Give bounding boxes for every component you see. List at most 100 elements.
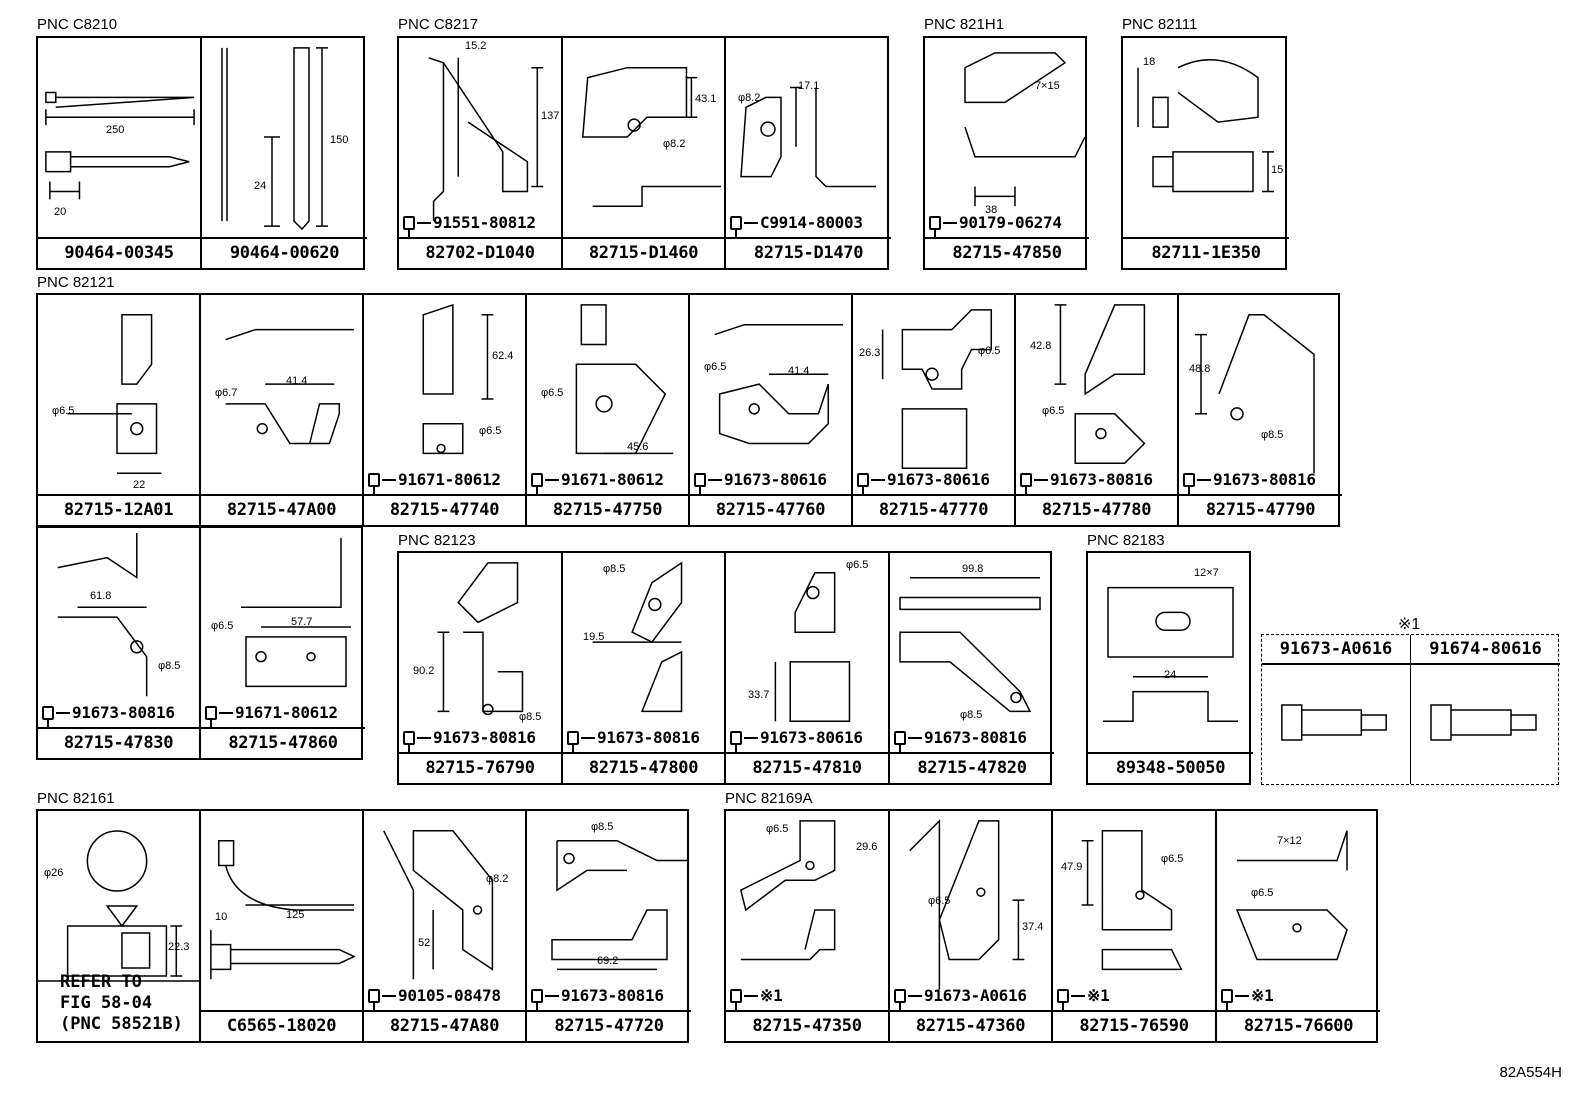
part-number[interactable]: 82715-76600 [1217, 1010, 1380, 1041]
part-cell[interactable]: 7×15 38 90179-06274 82715-47850 [925, 38, 1089, 268]
part-cell[interactable]: φ6.5 33.7 91673-80616 82715-47810 [726, 553, 890, 783]
part-cell[interactable]: φ6.5 37.4 91673-A0616 82715-47360 [890, 811, 1053, 1041]
part-cell[interactable]: φ26 22.3 REFER TO FIG 58-04 (PNC 58521B) [38, 811, 201, 1041]
part-cell[interactable]: 62.4 φ6.5 91671-80612 82715-47740 [364, 295, 527, 525]
refer-line[interactable]: FIG 58-04 [60, 993, 153, 1013]
bolt-number[interactable]: 91673-80616 [760, 728, 863, 747]
bolt-number[interactable]: 91673-80816 [72, 703, 175, 722]
part-cell[interactable]: φ6.5 57.7 91671-80612 82715-47860 [201, 528, 365, 758]
bolt-number[interactable]: 91673-80616 [724, 470, 827, 489]
dim-label: φ8.5 [519, 711, 542, 723]
bolt-number[interactable]: 90105-08478 [398, 986, 501, 1005]
bolt-number[interactable]: 91671-80612 [235, 703, 338, 722]
part-cell[interactable]: 61.8 φ8.5 91673-80816 82715-47830 [38, 528, 201, 758]
part-cell[interactable]: 47.9 φ6.5 ※1 82715-76590 [1053, 811, 1217, 1041]
part-number[interactable]: 82715-47740 [364, 494, 525, 525]
bolt-number[interactable]: 91671-80612 [561, 470, 664, 489]
part-number[interactable]: 82715-47750 [527, 494, 688, 525]
part-cell[interactable]: φ6.5 22 82715-12A01 [38, 295, 201, 525]
part-number[interactable]: 82715-D1470 [726, 237, 891, 268]
bolt-callout: 91673-80816 [567, 728, 700, 752]
part-cell[interactable]: φ6.5 45.6 91671-80612 82715-47750 [527, 295, 690, 525]
bolt-callout: 91673-80616 [857, 470, 990, 494]
bolt-number[interactable]: 91671-80612 [398, 470, 501, 489]
part-cell[interactable]: φ6.5 29.6 ※1 82715-47350 [726, 811, 890, 1041]
part-cell[interactable]: φ6.7 41.4 82715-47A00 [201, 295, 364, 525]
part-number[interactable]: 82715-47790 [1179, 494, 1342, 525]
part-cell[interactable]: φ6.5 41.4 91673-80616 82715-47760 [690, 295, 853, 525]
part-number[interactable]: 82715-47810 [726, 752, 888, 783]
legend-part-number[interactable]: 91674-80616 [1411, 635, 1560, 665]
bolt-number[interactable]: ※1 [1251, 986, 1274, 1005]
part-number[interactable]: 89348-50050 [1088, 752, 1253, 783]
part-number[interactable]: 82715-47850 [925, 237, 1089, 268]
legend-box: 91673-A0616 91674-80616 [1261, 634, 1560, 785]
part-cell[interactable]: 43.1 φ8.2 82715-D1460 [563, 38, 726, 268]
part-number[interactable]: 90464-00345 [38, 237, 200, 268]
part-cell[interactable]: 250 20 90464-00345 [38, 38, 202, 268]
part-cell[interactable]: 7×12 φ6.5 ※1 82715-76600 [1217, 811, 1380, 1041]
part-number[interactable]: 82715-12A01 [38, 494, 199, 525]
part-cell[interactable]: φ8.2 17.1 C9914-80003 82715-D1470 [726, 38, 891, 268]
dim-label: φ8.5 [960, 709, 983, 721]
part-number[interactable]: 82715-47760 [690, 494, 851, 525]
bolt-number[interactable]: 91673-A0616 [924, 986, 1027, 1005]
part-number[interactable]: 82715-47860 [201, 727, 365, 758]
part-cell[interactable]: 24 150 90464-00620 [202, 38, 367, 268]
part-cell[interactable]: 90.2 φ8.5 91673-80816 82715-76790 [399, 553, 563, 783]
part-number[interactable]: 82715-47360 [890, 1010, 1051, 1041]
part-number[interactable]: 82715-47770 [853, 494, 1014, 525]
part-number[interactable]: 82715-D1460 [563, 237, 724, 268]
part-number[interactable]: 82715-47800 [563, 752, 724, 783]
part-number[interactable]: 82715-47820 [890, 752, 1054, 783]
part-number[interactable]: 82711-1E350 [1123, 237, 1289, 268]
part-number[interactable]: 82715-47830 [38, 727, 199, 758]
part-number[interactable]: 82715-47A80 [364, 1010, 525, 1041]
bolt-number[interactable]: 91673-80816 [1213, 470, 1316, 489]
refer-note: REFER TO FIG 58-04 (PNC 58521B) [60, 972, 183, 1035]
part-number[interactable]: 90464-00620 [202, 237, 367, 268]
part-cell[interactable]: 42.8 φ6.5 91673-80816 82715-47780 [1016, 295, 1179, 525]
bolt-number[interactable]: 91551-80812 [433, 213, 536, 232]
part-cell[interactable]: 18 15 82711-1E350 [1123, 38, 1289, 268]
legend-item[interactable]: 91673-A0616 [1262, 635, 1411, 784]
part-cell[interactable]: 125 10 C6565-18020 [201, 811, 364, 1041]
part-cell[interactable]: 12×7 24 89348-50050 [1088, 553, 1253, 783]
bolt-callout: 91671-80612 [531, 470, 664, 494]
pnc-label: PNC C8217 [398, 16, 479, 33]
part-drawing [1217, 811, 1380, 1009]
part-drawing [563, 553, 724, 751]
part-number[interactable]: 82702-D1040 [399, 237, 561, 268]
part-cell[interactable]: φ8.5 69.2 91673-80816 82715-47720 [527, 811, 691, 1041]
bolt-number[interactable]: 90179-06274 [959, 213, 1062, 232]
bolt-number[interactable]: 91673-80816 [924, 728, 1027, 747]
bolt-number[interactable]: C9914-80003 [760, 213, 863, 232]
bolt-number[interactable]: 91673-80816 [1050, 470, 1153, 489]
bolt-number[interactable]: 91673-80616 [887, 470, 990, 489]
bolt-number[interactable]: ※1 [760, 986, 783, 1005]
bolt-number[interactable]: ※1 [1087, 986, 1110, 1005]
bolt-icon [567, 731, 579, 752]
part-cell[interactable]: φ8.5 19.5 91673-80816 82715-47800 [563, 553, 726, 783]
bolt-number[interactable]: 91673-80816 [561, 986, 664, 1005]
dim-label: φ6.5 [211, 620, 234, 632]
legend-part-number[interactable]: 91673-A0616 [1262, 635, 1410, 665]
part-cell[interactable]: 48.8 φ8.5 91673-80816 82715-47790 [1179, 295, 1342, 525]
part-drawing [399, 553, 561, 751]
part-number[interactable]: 82715-76790 [399, 752, 561, 783]
part-number[interactable]: 82715-47A00 [201, 494, 362, 525]
part-number[interactable]: C6565-18020 [201, 1010, 362, 1041]
part-cell[interactable]: 15.2 137 91551-80812 82702-D1040 [399, 38, 563, 268]
bolt-number[interactable]: 91673-80816 [597, 728, 700, 747]
bolt-callout: ※1 [1057, 986, 1110, 1010]
part-cell[interactable]: 26.3 φ6.5 91673-80616 82715-47770 [853, 295, 1016, 525]
part-number[interactable]: 82715-47720 [527, 1010, 691, 1041]
legend-item[interactable]: 91674-80616 [1411, 635, 1560, 784]
part-cell[interactable]: φ8.2 52 90105-08478 82715-47A80 [364, 811, 527, 1041]
part-number[interactable]: 82715-47350 [726, 1010, 888, 1041]
part-number[interactable]: 82715-76590 [1053, 1010, 1215, 1041]
part-number[interactable]: 82715-47780 [1016, 494, 1177, 525]
bolt-number[interactable]: 91673-80816 [433, 728, 536, 747]
part-cell[interactable]: 99.8 φ8.5 91673-80816 82715-47820 [890, 553, 1054, 783]
group-82111: 18 15 82711-1E350 [1121, 36, 1289, 270]
